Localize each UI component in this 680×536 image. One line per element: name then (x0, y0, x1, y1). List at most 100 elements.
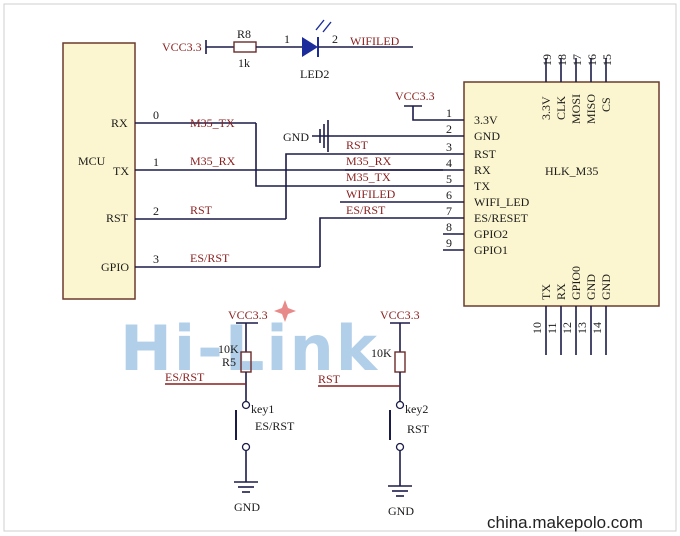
route-rst (285, 153, 443, 219)
r8-label: R8 (237, 27, 251, 41)
hilink-logo: Hi-Link (120, 312, 379, 385)
hlk-pin-name: TX (539, 284, 553, 300)
led-ray-icon-1 (315, 19, 325, 31)
r5-value: 10K (218, 342, 239, 356)
resistor-r8 (233, 41, 257, 53)
gnd-hlk-label: GND (283, 130, 309, 144)
mcu-label: MCU (78, 154, 106, 168)
vcc-hlk-wire (412, 106, 443, 121)
key2-ref: key2 (405, 402, 428, 416)
hlk-pin-name: GND (584, 274, 598, 300)
hlk-pin-name: CS (599, 97, 613, 112)
mcu-pin-gpio: GPIO (101, 260, 129, 274)
page-frame (3, 3, 677, 532)
vcc-led: VCC3.3 (162, 40, 202, 54)
rst-key-label: RST (318, 372, 341, 386)
hlk-pin-name: RST (474, 147, 497, 161)
key1-ref: key1 (251, 402, 274, 416)
hlk-pin-name: GPIO2 (474, 227, 508, 241)
key1-contact-top (241, 400, 251, 410)
mcu-pin-rst: RST (106, 211, 129, 225)
site-watermark: china.makepolo.com (487, 513, 643, 532)
hlk-pin-num: 1 (446, 106, 452, 120)
net-wifiled-top: WIFILED (350, 34, 400, 48)
hlk-left-pins (443, 119, 464, 251)
hlk-pin-num: 12 (560, 322, 574, 334)
r5-label: R5 (222, 355, 236, 369)
net-m35rx-right: M35_RX (346, 154, 392, 168)
hlk-m35-block (463, 81, 660, 307)
hlk-pin-name: GND (599, 274, 613, 300)
hlk-pin-num: 10 (530, 322, 544, 334)
hlk-pin-num: 16 (585, 54, 599, 66)
hlk-pin-name: GND (474, 129, 500, 143)
route-esrst (319, 217, 443, 267)
hlk-pin-num: 7 (446, 204, 452, 218)
hlk-pin-name: GPIO1 (474, 243, 508, 257)
hlk-pin-name: GPIO0 (569, 266, 583, 300)
resistor-key2 (394, 351, 406, 373)
hlk-pin-num: 4 (446, 156, 452, 170)
led-ray-icon-2 (322, 21, 332, 33)
hlk-pin-name: TX (474, 179, 490, 193)
led-pin2: 2 (332, 32, 338, 46)
net-rst-right: RST (346, 138, 369, 152)
hlk-name: HLK_M35 (545, 164, 598, 178)
net-m35-tx-left: M35_TX (190, 116, 235, 130)
vcc-key2: VCC3.3 (380, 308, 420, 322)
mcu-pin-rx: RX (111, 116, 128, 130)
hlk-pin-num: 14 (590, 322, 604, 334)
led-pin1: 1 (284, 32, 290, 46)
hlk-pin-name: CLK (554, 96, 568, 120)
key2-circuit: VCC3.3 10K RST key2 RST GND (318, 308, 430, 518)
key2-contact-top (395, 400, 405, 410)
hlk-bottom-pins (545, 306, 607, 355)
hlk-pin-name: WIFI_LED (474, 195, 530, 209)
hlk-pin-num: 8 (446, 220, 452, 234)
pin-num-1: 1 (153, 155, 159, 169)
hlk-pin-num: 11 (545, 322, 559, 334)
hlk-pin-name: 3.3V (474, 113, 498, 127)
route-rx (255, 123, 443, 187)
pin-num-2: 2 (153, 204, 159, 218)
hlk-pin-num: 2 (446, 122, 452, 136)
pin-num-0: 0 (153, 108, 159, 122)
hlk-top-pins (545, 58, 607, 82)
key1-circuit: VCC3.3 10K R5 ES/RST key1 ES/RST GND (165, 308, 295, 514)
logo-star-icon (274, 300, 296, 322)
hlk-pin-name: RX (554, 283, 568, 300)
hlk-pin-name: RX (474, 163, 491, 177)
led-label: LED2 (300, 67, 329, 81)
led-diode-icon (302, 37, 318, 57)
mcu-block (62, 42, 136, 300)
hlk-pin-num: 18 (555, 54, 569, 66)
hlk-pin-num: 15 (600, 54, 614, 66)
net-esrst-right: ES/RST (346, 203, 386, 217)
hlk-pin-num: 19 (540, 54, 554, 66)
key1-name: ES/RST (255, 419, 295, 433)
net-wifiled-right: WIFILED (346, 187, 396, 201)
hlk-pin-num: 17 (570, 54, 584, 66)
r8-value: 1k (238, 56, 250, 70)
gnd1-label: GND (234, 500, 260, 514)
hlk-pin-num: 3 (446, 140, 452, 154)
net-rst-left: RST (190, 203, 213, 217)
key2-name: RST (407, 422, 430, 436)
hlk-pin-name: MISO (584, 94, 598, 124)
net-m35-rx-left: M35_RX (190, 154, 236, 168)
gnd2-label: GND (388, 504, 414, 518)
esrst-key-label: ES/RST (165, 370, 205, 384)
pin-num-3: 3 (153, 252, 159, 266)
hlk-pin-num: 5 (446, 172, 452, 186)
hlk-pin-num: 6 (446, 188, 452, 202)
net-esrst-left: ES/RST (190, 251, 230, 265)
hlk-pin-name: MOSI (569, 94, 583, 124)
vcc-key1: VCC3.3 (228, 308, 268, 322)
hlk-pin-name: 3.3V (539, 96, 553, 120)
mcu-pin-tx: TX (113, 164, 129, 178)
hlk-pin-num: 13 (575, 322, 589, 334)
vcc-hlk: VCC3.3 (395, 89, 435, 103)
hlk-pin-num: 9 (446, 236, 452, 250)
